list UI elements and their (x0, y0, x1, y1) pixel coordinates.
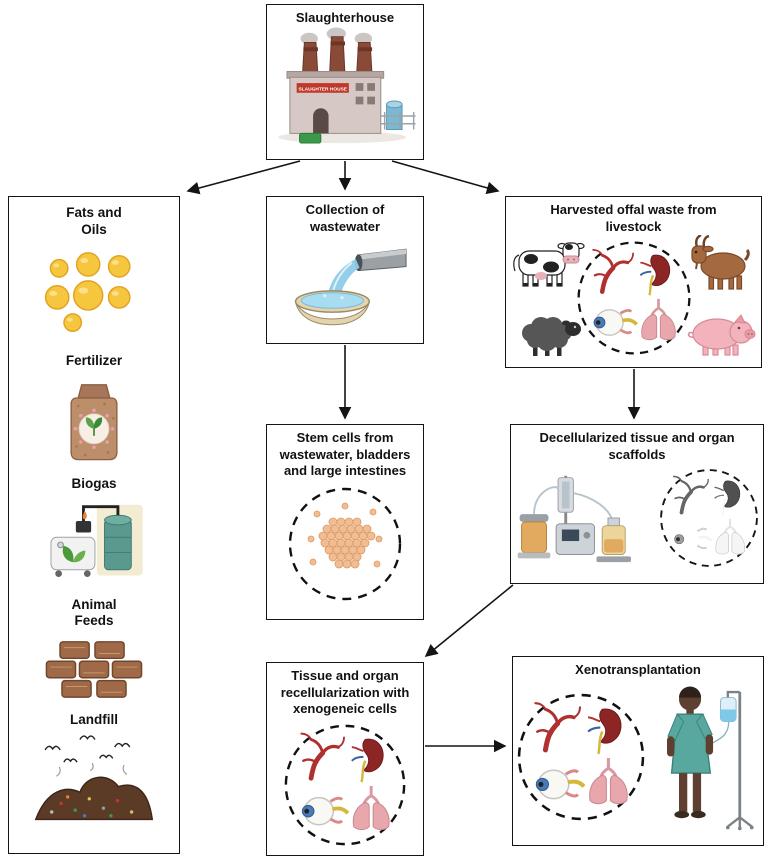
offal-illustration (507, 235, 760, 363)
biogas-plant-icon (50, 504, 143, 577)
xenotransplantation-title: Xenotransplantation (575, 662, 701, 677)
cow-icon (513, 242, 585, 287)
stem-cells-icon (288, 487, 402, 601)
xenotransplantation-box: Xenotransplantation (512, 656, 764, 846)
offal-title: Harvested offal waste from livestock (550, 202, 717, 234)
decellularized-box: Decellularized tissue and organ scaffold… (510, 424, 764, 584)
goat-icon (691, 235, 750, 290)
pig-icon (687, 314, 756, 356)
landfill-label: Landfill (70, 712, 118, 728)
fertilizer-bag-icon (70, 383, 118, 460)
recellularization-box: Tissue and organ recellularization with … (266, 662, 424, 856)
byproducts-box: Fats and Oils Fertilizer (8, 196, 180, 854)
slaughterhouse-title: Slaughterhouse (295, 10, 395, 25)
stem-cells-box: Stem cells from wastewater, bladders and… (266, 424, 424, 620)
offal-box: Harvested offal waste from livestock (505, 196, 762, 368)
oils-icon (44, 251, 131, 332)
biogas-label: Biogas (71, 475, 117, 491)
arrow-slaughterhouse-to-offal (391, 160, 500, 195)
wastewater-title: Collection of wastewater (305, 202, 385, 234)
animal-feeds-icon (45, 641, 143, 699)
offal-organs-icon (575, 239, 693, 357)
patient-with-iv-icon (667, 686, 754, 830)
fats-oils-label: Fats and Oils (66, 205, 122, 237)
stem-cells-title: Stem cells from wastewater, bladders and… (279, 430, 411, 479)
wastewater-pipe-icon (294, 248, 407, 326)
scaffold-organs-icon (658, 467, 760, 569)
recellularized-organs-icon (282, 722, 408, 848)
landfill-icon (34, 735, 154, 821)
slaughterhouse-box: Slaughterhouse SLAUGHTER HOUSE (266, 4, 424, 160)
decellularized-illustration (514, 467, 760, 569)
animal-feeds-label: Animal Feeds (71, 596, 117, 629)
wastewater-box: Collection of wastewater (266, 196, 424, 344)
arrow-slaughterhouse-to-byproducts (186, 160, 301, 195)
arrow-decellularized-to-recellularization (424, 584, 514, 658)
transplant-organs-icon (515, 691, 647, 823)
sheep-icon (522, 317, 581, 357)
xenotransplantation-illustration (515, 681, 761, 833)
factory-sign: SLAUGHTER HOUSE (298, 86, 347, 92)
recellularization-title: Tissue and organ recellularization with … (280, 668, 410, 717)
decellularized-title: Decellularized tissue and organ scaffold… (539, 430, 735, 462)
factory-icon: SLAUGHTER HOUSE (278, 27, 416, 144)
bioreactor-icon (517, 476, 631, 563)
fertilizer-label: Fertilizer (65, 352, 123, 368)
